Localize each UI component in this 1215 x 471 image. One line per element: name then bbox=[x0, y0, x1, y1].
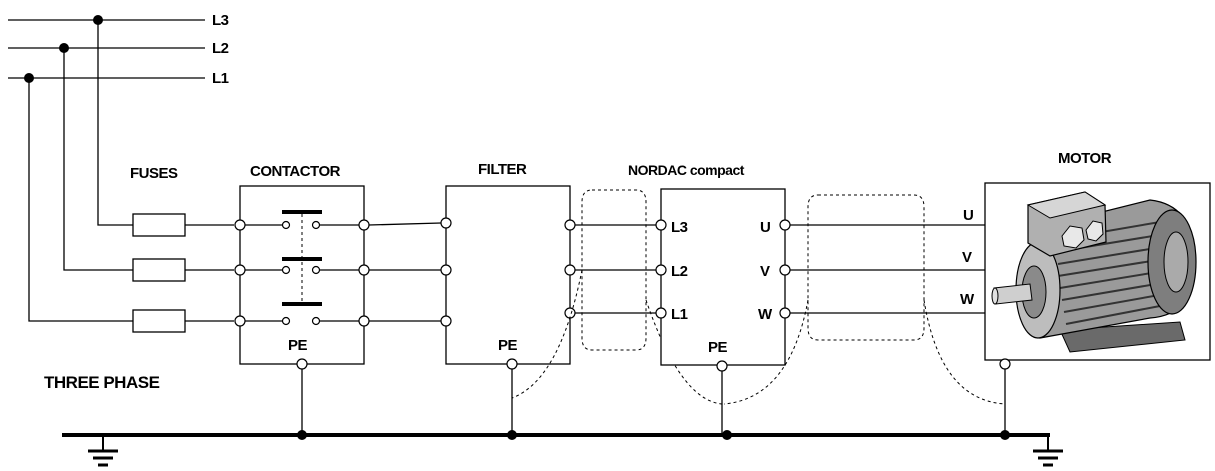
terminal-label-l3: L3 bbox=[671, 219, 688, 236]
terminal bbox=[234, 315, 246, 327]
fuse-l1 bbox=[132, 309, 186, 333]
wire bbox=[368, 222, 442, 226]
pe-terminal bbox=[999, 358, 1011, 370]
terminal-label-u: U bbox=[760, 219, 770, 236]
shielded-cable-2 bbox=[723, 194, 1006, 405]
line-label-l1: L1 bbox=[212, 70, 229, 87]
filter: FILTER PE bbox=[440, 161, 576, 435]
nordac-label: NORDAC compact bbox=[628, 162, 745, 178]
terminal bbox=[440, 217, 452, 229]
line-label-l2: L2 bbox=[212, 40, 229, 57]
filter-pe-label: PE bbox=[498, 337, 518, 354]
fuses-label: FUSES bbox=[130, 165, 178, 182]
terminal bbox=[564, 307, 576, 319]
nordac-compact: NORDAC compact L3 L2 L1 U V W PE bbox=[628, 162, 791, 435]
terminal bbox=[655, 264, 667, 276]
terminal-label-l2: L2 bbox=[671, 263, 688, 280]
terminal-label-v: V bbox=[760, 263, 770, 280]
terminal bbox=[358, 264, 370, 276]
terminal bbox=[779, 264, 791, 276]
terminal bbox=[655, 219, 667, 231]
motor-label: MOTOR bbox=[1058, 150, 1112, 167]
terminal-label-l1: L1 bbox=[671, 306, 688, 323]
motor-terminal-label-u: U bbox=[963, 207, 973, 224]
ground-icon bbox=[88, 435, 118, 467]
fuse-l3 bbox=[132, 213, 186, 237]
earth-bus bbox=[62, 430, 1063, 467]
junction-dot bbox=[297, 430, 307, 440]
junction-dot bbox=[1000, 430, 1010, 440]
junction-dot bbox=[722, 430, 732, 440]
filter-label: FILTER bbox=[478, 161, 527, 178]
contact-switch bbox=[245, 302, 359, 326]
pe-terminal bbox=[716, 360, 728, 372]
nordac-pe-label: PE bbox=[708, 339, 728, 356]
nordac-box bbox=[660, 188, 786, 366]
motor: MOTOR U V W bbox=[960, 150, 1211, 435]
terminal bbox=[779, 307, 791, 319]
terminal bbox=[564, 264, 576, 276]
drop-wire-l1 bbox=[28, 78, 133, 322]
terminal bbox=[234, 264, 246, 276]
ground-icon bbox=[1033, 435, 1063, 467]
motor-terminal-label-v: V bbox=[962, 249, 972, 266]
contactor: CONTACTOR P bbox=[234, 163, 370, 435]
terminal bbox=[655, 307, 667, 319]
contactor-label: CONTACTOR bbox=[250, 163, 341, 180]
terminal bbox=[564, 219, 576, 231]
terminal bbox=[358, 219, 370, 231]
three-phase-label: THREE PHASE bbox=[44, 373, 160, 392]
supply-lines: L3 L2 L1 bbox=[8, 12, 229, 322]
terminal bbox=[779, 219, 791, 231]
fuse-l2 bbox=[132, 258, 186, 282]
motor-illustration bbox=[991, 191, 1197, 353]
terminal bbox=[358, 315, 370, 327]
pe-terminal bbox=[506, 358, 518, 370]
contact-switch bbox=[245, 210, 359, 230]
drop-wire-l3 bbox=[97, 20, 133, 226]
contactor-pe-label: PE bbox=[288, 337, 308, 354]
drop-wire-l2 bbox=[63, 48, 133, 271]
motor-terminal-label-w: W bbox=[960, 291, 975, 308]
line-label-l3: L3 bbox=[212, 12, 229, 29]
terminal-label-w: W bbox=[758, 306, 773, 323]
pe-terminal bbox=[296, 358, 308, 370]
junction-dot bbox=[507, 430, 517, 440]
shielded-cable-1 bbox=[511, 189, 723, 405]
fuses: FUSES bbox=[130, 165, 234, 333]
terminal bbox=[234, 219, 246, 231]
terminal bbox=[440, 315, 452, 327]
terminal bbox=[440, 264, 452, 276]
